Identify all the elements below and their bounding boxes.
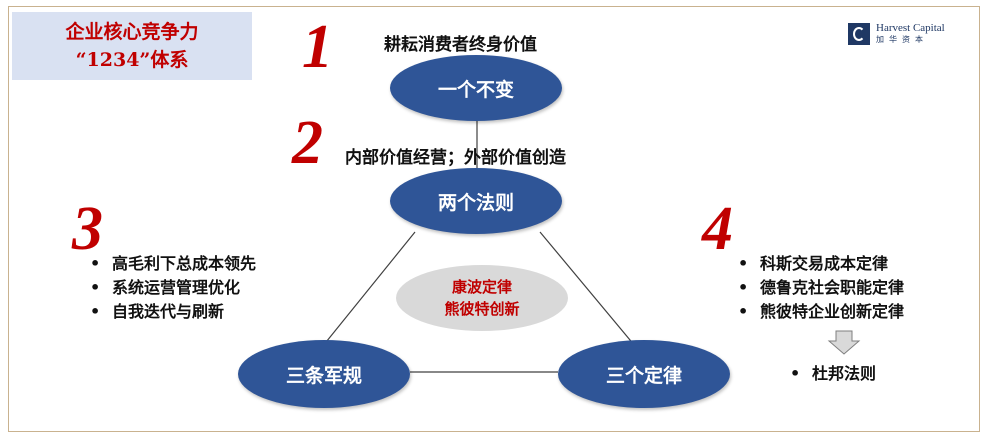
- node-two-rules: 两个法则: [390, 168, 562, 234]
- center-theory-ellipse: 康波定律 熊彼特创新: [396, 265, 568, 331]
- step-4-bullet-list: 科斯交易成本定律 德鲁克社会职能定律 熊彼特企业创新定律: [738, 252, 904, 324]
- step-3-bullet: 自我迭代与刷新: [90, 300, 256, 324]
- node-three-laws: 三个定律: [558, 340, 730, 408]
- center-line-2: 熊彼特创新: [444, 300, 520, 318]
- step-4-bullet: 德鲁克社会职能定律: [738, 276, 904, 300]
- step-number-4: 4: [702, 195, 733, 263]
- step-4-bullet: 科斯交易成本定律: [738, 252, 904, 276]
- down-arrow-icon: [827, 330, 861, 355]
- step-3-bullet-list: 高毛利下总成本领先 系统运营管理优化 自我迭代与刷新: [90, 252, 256, 324]
- step-3-bullet: 高毛利下总成本领先: [90, 252, 256, 276]
- step-4-bullet: 熊彼特企业创新定律: [738, 300, 904, 324]
- step-number-1: 1: [302, 13, 333, 81]
- step-2-caption: 内部价值经营；外部价值创造: [345, 148, 566, 168]
- node-three-rules: 三条军规: [238, 340, 410, 408]
- logo-english: Harvest Capital: [876, 22, 945, 34]
- logo-mark-icon: [848, 22, 870, 45]
- node-three-laws-label: 三个定律: [605, 364, 682, 387]
- node-three-rules-label: 三条军规: [285, 364, 362, 387]
- node-one-constant-label: 一个不变: [437, 78, 514, 101]
- slide-title: 企业核心竞争力 “1234”体系: [12, 12, 252, 80]
- step-1-caption: 耕耘消费者终身价值: [384, 35, 537, 55]
- title-line-1: 企业核心竞争力: [65, 21, 199, 43]
- slide-frame: [8, 6, 980, 432]
- title-line-2: “1234”体系: [75, 49, 189, 71]
- step-4-result: 杜邦法则: [790, 362, 876, 386]
- step-3-bullet: 系统运营管理优化: [90, 276, 256, 300]
- step-number-2: 2: [292, 109, 323, 177]
- line-node2-node3: [317, 231, 416, 353]
- harvest-capital-logo: Harvest Capital 加华资本: [848, 22, 945, 45]
- step-4-result-list: 杜邦法则: [790, 362, 876, 386]
- step-number-3: 3: [72, 195, 103, 263]
- node-one-constant: 一个不变: [390, 55, 562, 121]
- node-two-rules-label: 两个法则: [437, 191, 514, 214]
- line-node2-node4: [539, 231, 641, 353]
- center-line-1: 康波定律: [451, 278, 512, 296]
- logo-chinese: 加华资本: [876, 35, 928, 44]
